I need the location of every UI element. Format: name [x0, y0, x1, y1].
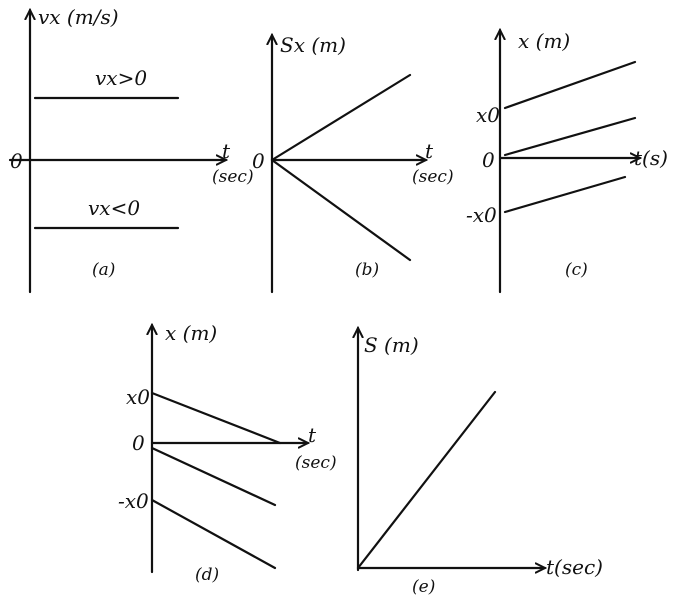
positive-slope-line	[270, 73, 412, 162]
caption: (c)	[565, 260, 588, 280]
x-axis-label: t	[308, 423, 317, 447]
origin-label: 0	[482, 148, 495, 172]
upper-line	[503, 60, 637, 110]
panel-b: Sx (m) t (sec) 0 (b)	[252, 33, 454, 294]
upper-intercept-label: x0	[126, 385, 150, 409]
y-axis-label: vx (m/s)	[38, 5, 119, 29]
upper-intercept-label: x0	[476, 103, 500, 127]
upper-line-label: vx>0	[95, 66, 147, 90]
y-axis-label: Sx (m)	[280, 33, 346, 57]
y-axis-label: x (m)	[518, 29, 570, 53]
lower-intercept-label: -x0	[466, 203, 497, 227]
x-axis-label: t(sec)	[546, 555, 603, 579]
caption: (e)	[412, 577, 435, 597]
middle-line	[503, 116, 637, 157]
panel-d: x (m) t (sec) x0 0 -x0 (d)	[118, 321, 337, 585]
negative-slope-line	[270, 158, 412, 262]
x-axis-label: t	[425, 139, 434, 163]
origin-label: 0	[132, 431, 145, 455]
panel-a: vx (m/s) t (sec) 0 vx>0 vx<0 (a)	[8, 5, 254, 294]
panel-e: S (m) t(sec) (e)	[358, 328, 603, 597]
x-axis-unit: (sec)	[412, 167, 454, 187]
caption: (b)	[355, 260, 379, 280]
origin-label: 0	[252, 149, 265, 173]
x-axis-label: t(s)	[634, 146, 668, 170]
upper-line	[150, 391, 282, 445]
x-axis-unit: (sec)	[295, 453, 337, 473]
y-axis-label: S (m)	[364, 333, 419, 357]
x-axis-unit: (sec)	[212, 167, 254, 187]
y-axis-label: x (m)	[165, 321, 217, 345]
distance-line	[356, 390, 497, 570]
lower-line	[503, 175, 627, 214]
lower-line	[150, 498, 277, 570]
middle-line	[150, 446, 277, 507]
origin-label: 0	[10, 149, 23, 173]
lower-line-label: vx<0	[88, 196, 140, 220]
lower-intercept-label: -x0	[118, 489, 149, 513]
caption: (a)	[92, 260, 115, 280]
panel-c: x (m) t(s) x0 0 -x0 (c)	[466, 29, 668, 294]
caption: (d)	[195, 565, 219, 585]
x-axis-label: t	[222, 139, 231, 163]
